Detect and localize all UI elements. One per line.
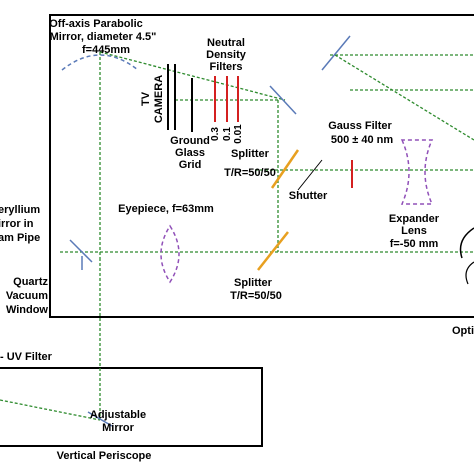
adjustable-mirror-line-1: Adjustable <box>90 409 146 421</box>
shutter-pointer <box>297 159 323 191</box>
mirror-name-label: Off-axis Parabolic <box>49 18 143 30</box>
ground-glass-line-1: Ground <box>170 135 210 147</box>
splitter-top <box>270 149 300 189</box>
optic-partial-label: Opti <box>452 325 474 337</box>
splitter-bottom-ratio: T/R=50/50 <box>230 290 282 302</box>
ground-glass-line-3: Grid <box>179 159 202 171</box>
adjustable-mirror-line-2: Mirror <box>102 422 135 434</box>
uv-filter-label: - UV Filter <box>0 351 53 363</box>
right-partial-element-2 <box>465 261 474 285</box>
splitter-bottom-label: Splitter <box>234 277 273 289</box>
splitter-bottom <box>257 231 289 271</box>
camera-label: CAMERA <box>153 75 165 123</box>
quartz-line-3: Window <box>6 304 48 316</box>
expander-line-3: f=-50 mm <box>390 238 439 250</box>
beryllium-line-2: irror in <box>0 218 34 230</box>
beryllium-line-1: eryllium <box>0 204 40 216</box>
nd-title-line-2: Density <box>206 49 247 61</box>
shutter-label: Shutter <box>289 190 328 202</box>
beryllium-mirror <box>69 239 93 263</box>
mirror-diameter-label: Mirror, diameter 4.5" <box>50 31 157 43</box>
splitter-top-ratio: T/R=50/50 <box>224 167 276 179</box>
tv-label: TV <box>140 91 152 106</box>
gauss-filter-line-1: Gauss Filter <box>328 120 392 132</box>
ground-glass-line-2: Glass <box>175 147 205 159</box>
eyepiece-lens <box>160 224 180 284</box>
nd-title-line-1: Neutral <box>207 37 245 49</box>
right-partial-element <box>459 227 474 259</box>
mirror-focal-label: f=445mm <box>82 44 130 56</box>
eyepiece-label: Eyepiece, f=63mm <box>118 203 214 215</box>
beryllium-line-3: am Pipe <box>0 232 40 244</box>
mirror-top-right-1 <box>321 35 351 71</box>
nd-title-line-3: Filters <box>209 61 242 73</box>
nd-value-1: 0.3 <box>210 127 221 141</box>
splitter-top-label: Splitter <box>231 148 270 160</box>
expander-line-1: Expander <box>389 213 440 225</box>
gauss-filter-line-2: 500 ± 40 nm <box>331 134 394 146</box>
periscope-box <box>0 367 263 447</box>
adjustable-mirror <box>87 411 113 427</box>
quartz-line-1: Quartz <box>13 276 48 288</box>
optical-table-box <box>49 14 474 318</box>
periscope-label: Vertical Periscope <box>57 450 152 462</box>
nd-value-3: 0.01 <box>233 124 244 144</box>
nd-value-2: 0.1 <box>222 127 233 141</box>
mirror-top-right-2 <box>269 85 297 115</box>
expander-lens <box>400 139 434 205</box>
expander-line-2: Lens <box>401 225 427 237</box>
quartz-line-2: Vacuum <box>6 290 48 302</box>
parabolic-mirror <box>61 54 139 71</box>
